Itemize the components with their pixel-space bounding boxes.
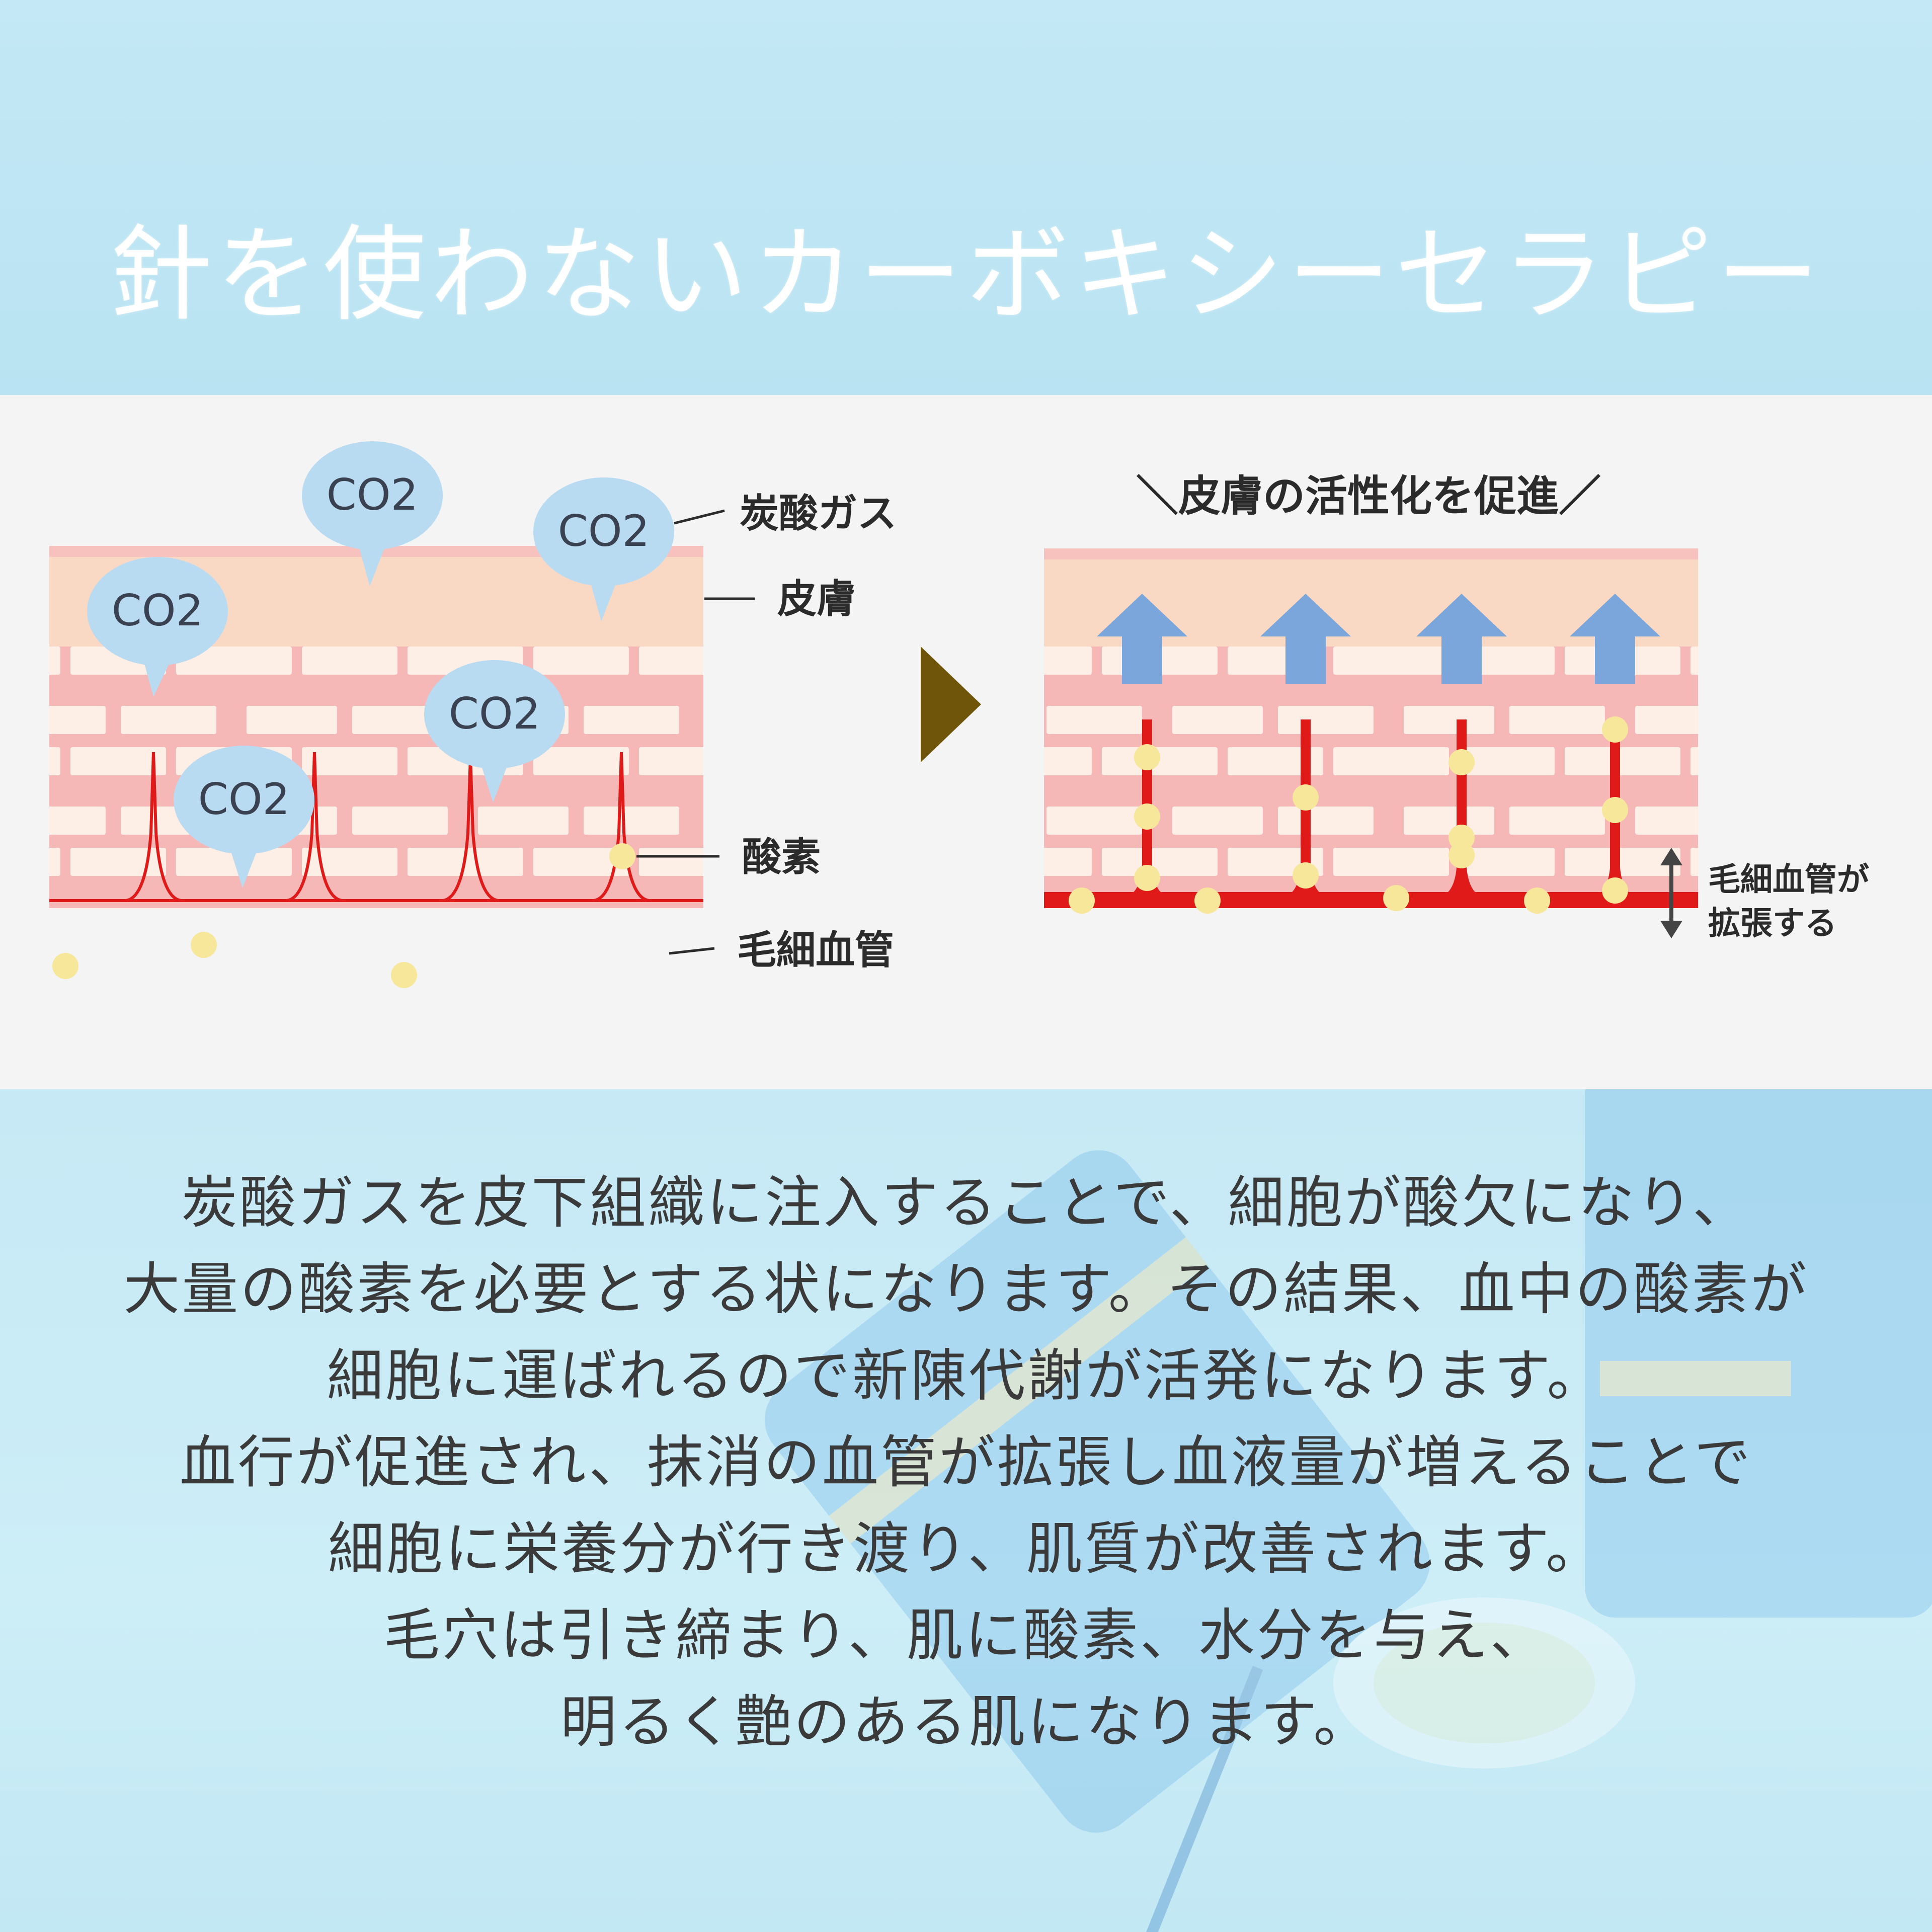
svg-text:CO2: CO2 [558,506,650,556]
up-arrow-icon [1097,594,1187,684]
diagram-section: CO2 CO2 CO2 CO2 CO2 [0,395,1932,1089]
description-line: 毛穴は引き締まり、肌に酸素、水分を与え、 [383,1603,1549,1668]
right-oxygen-dots [1069,716,1628,914]
co2-bubble: CO2 [533,477,674,621]
product-background [764,1089,1932,1932]
co2-bubble: CO2 [87,557,228,697]
page-title: 針を使わないカーボキシーセラピー [109,215,1823,335]
up-arrow-icon [1260,594,1351,684]
double-arrow-icon [1660,848,1682,938]
up-arrow-icon [1416,594,1507,684]
co2-bubble: CO2 [174,746,314,888]
description-line: 血行が促進され、抹消の血管が拡張し血液量が増えることで [179,1430,1753,1495]
right-skin-diagram: ＼皮膚の活性化を促進／ [1044,471,1869,942]
description-line: 明るく艶のある肌になります。 [560,1689,1372,1755]
description-line: 大量の酸素を必要とする状になります。その結果、血中の酸素が [123,1257,1809,1322]
description-text: 炭酸ガスを皮下組織に注入することで、細胞が酸欠になり、 大量の酸素を必要とする状… [0,1160,1932,1765]
description-line: 炭酸ガスを皮下組織に注入することで、細胞が酸欠になり、 [181,1170,1751,1236]
label-dilate-2: 拡張する [1708,905,1837,942]
svg-text:CO2: CO2 [112,586,203,636]
svg-text:CO2: CO2 [449,689,540,739]
label-capillary: 毛細血管 [737,928,894,973]
left-capillaries [49,752,703,902]
up-arrow-icon [1570,594,1660,684]
svg-text:CO2: CO2 [198,774,290,825]
co2-bubble: CO2 [302,441,443,586]
title-band: 針を使わないカーボキシーセラピー [0,0,1932,395]
label-co2-gas: 炭酸ガス [740,491,897,536]
label-dilate-1: 毛細血管が [1708,861,1869,899]
skin-diagram: CO2 CO2 CO2 CO2 CO2 [49,441,1869,988]
left-oxygen-dots [52,843,635,988]
svg-text:CO2: CO2 [327,470,418,520]
label-skin: 皮膚 [777,577,856,622]
co2-bubble: CO2 [424,660,565,802]
description-section: 炭酸ガスを皮下組織に注入することで、細胞が酸欠になり、 大量の酸素を必要とする状… [0,1089,1932,1932]
left-skin-diagram: CO2 CO2 CO2 CO2 CO2 [49,441,897,988]
play-arrow-icon [921,647,981,762]
description-line: 細胞に運ばれるので新陳代謝が活発になります。 [327,1343,1605,1409]
right-heading: ＼皮膚の活性化を促進／ [1136,471,1601,521]
label-oxygen: 酸素 [742,835,821,880]
description-line: 細胞に栄養分が行き渡り、肌質が改善されます。 [328,1516,1604,1582]
